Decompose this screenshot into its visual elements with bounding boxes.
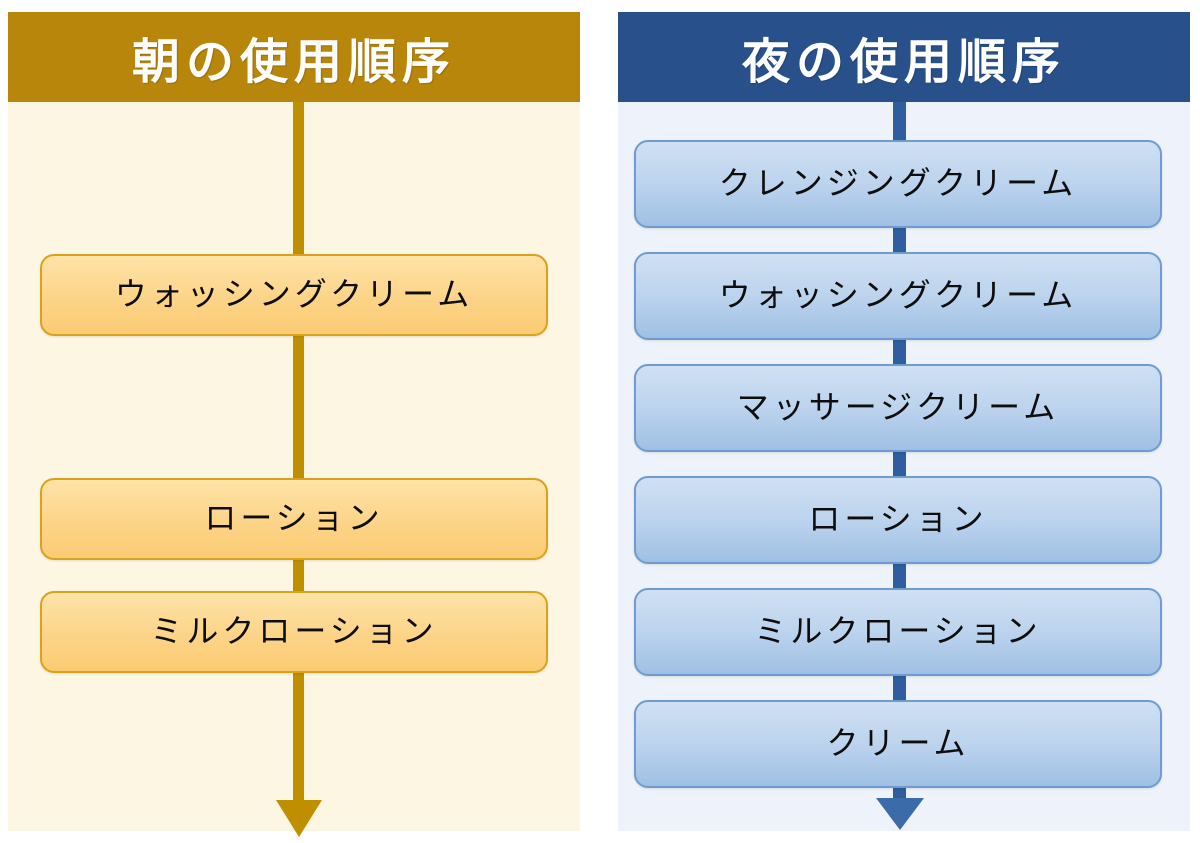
step-box[interactable]: マッサージクリーム (634, 364, 1162, 452)
flow-arrow-down-icon-morning (276, 800, 322, 837)
step-box[interactable]: ウォッシングクリーム (40, 254, 548, 336)
flow-arrow-down-icon-night (876, 798, 924, 830)
panel-title-morning: 朝の使用順序 (8, 12, 580, 102)
flow-connector-morning (293, 96, 304, 808)
step-box[interactable]: ミルクローション (40, 591, 548, 673)
step-list-night: クレンジングクリーム ウォッシングクリーム マッサージクリーム ローション ミル… (618, 12, 1190, 831)
step-box[interactable]: ローション (40, 478, 548, 560)
panel-night: 夜の使用順序 クレンジングクリーム ウォッシングクリーム マッサージクリーム ロ… (618, 12, 1190, 831)
step-box[interactable]: ミルクローション (634, 588, 1162, 676)
step-box[interactable]: ウォッシングクリーム (634, 252, 1162, 340)
step-box[interactable]: クリーム (634, 700, 1162, 788)
step-list-morning: ウォッシングクリーム ローション ミルクローション (8, 12, 580, 831)
step-box[interactable]: ローション (634, 476, 1162, 564)
panel-title-night: 夜の使用順序 (618, 12, 1190, 102)
step-box[interactable]: クレンジングクリーム (634, 140, 1162, 228)
panel-morning: 朝の使用順序 ウォッシングクリーム ローション ミルクローション (8, 12, 580, 837)
